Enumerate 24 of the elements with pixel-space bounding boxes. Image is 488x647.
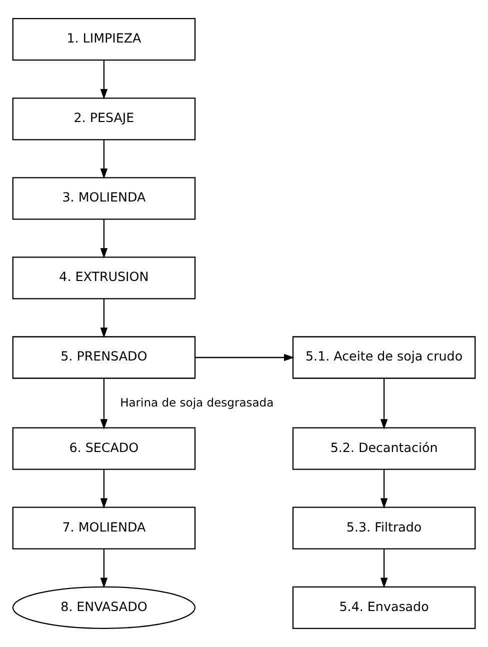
node-box: 2. PESAJE bbox=[12, 98, 196, 140]
arrow bbox=[100, 140, 108, 179]
node-ellipse: 8. ENVASADO bbox=[12, 586, 196, 629]
node-box: 5.2. Decantación bbox=[292, 427, 476, 470]
arrow bbox=[195, 354, 294, 362]
arrow bbox=[100, 470, 108, 509]
node-box: 7. MOLIENDA bbox=[12, 506, 196, 550]
node-box: 5. PRENSADO bbox=[12, 336, 196, 379]
arrow bbox=[100, 299, 108, 338]
edge-label: Harina de soja desgrasada bbox=[120, 395, 274, 410]
arrow bbox=[100, 219, 108, 258]
node-box: 5.4. Envasado bbox=[292, 586, 476, 629]
node-box: 5.1. Aceite de soja crudo bbox=[292, 336, 476, 379]
arrow bbox=[100, 378, 108, 430]
arrow bbox=[380, 470, 388, 509]
arrow bbox=[380, 549, 388, 588]
node-box: 4. EXTRUSION bbox=[12, 256, 196, 300]
arrow bbox=[100, 60, 108, 100]
node-box: 5.3. Filtrado bbox=[292, 506, 476, 550]
arrow bbox=[380, 378, 388, 430]
node-box: 1. LIMPIEZA bbox=[12, 18, 196, 61]
node-box: 6. SECADO bbox=[12, 427, 196, 470]
node-box: 3. MOLIENDA bbox=[12, 177, 196, 220]
arrow bbox=[100, 549, 108, 588]
